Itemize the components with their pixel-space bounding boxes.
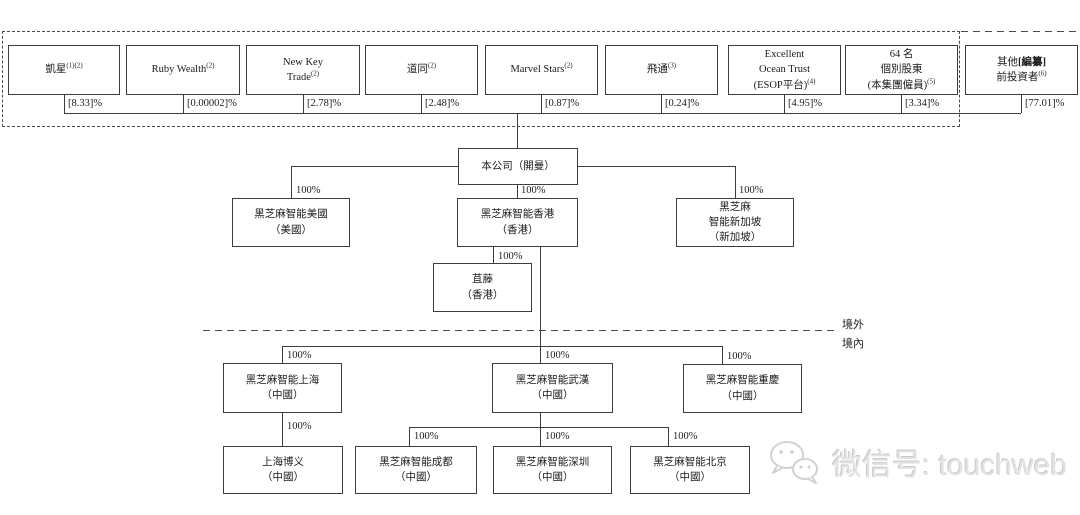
- wechat-icon: [770, 441, 818, 484]
- connector-line: [291, 166, 458, 167]
- connector-line: [282, 413, 283, 446]
- connector-line: [64, 95, 65, 113]
- shareholder-box-individual-shareholders: 64 名 個別股東 (本集團僱員)(5): [845, 45, 958, 95]
- ownership-percentage: [2.48]%: [425, 98, 460, 109]
- ownership-percentage: [0.00002]%: [187, 98, 237, 109]
- ownership-percentage: 100%: [498, 251, 523, 262]
- connector-line: [517, 113, 518, 148]
- shareholder-box-other-pre-ipo-investors: 其他[編纂] 前投資者(6): [965, 45, 1078, 95]
- entity-box-hk: 黑芝麻智能香港 （香港）: [457, 198, 578, 247]
- entity-box-chengdu: 黑芝麻智能成都 （中國）: [355, 446, 477, 494]
- connector-line: [541, 95, 542, 113]
- connector-line: [735, 166, 736, 198]
- connector-line: [64, 113, 1021, 114]
- shareholder-box-daotong: 道同(2): [365, 45, 478, 95]
- entity-box-us: 黑芝麻智能美國 （美國）: [232, 198, 350, 247]
- connector-line: [1021, 95, 1022, 113]
- connector-line: [421, 95, 422, 113]
- watermark-text: 微信号: touchweb: [832, 449, 1068, 482]
- connector-line: [540, 247, 541, 346]
- shareholder-group-dashed-border-extension: [961, 31, 1078, 32]
- entity-box-chongqing: 黑芝麻智能重慶 （中國）: [683, 364, 802, 413]
- connector-line: [578, 166, 735, 167]
- shareholder-box-marvel-stars: Marvel Stars(2): [485, 45, 598, 95]
- connector-line: [303, 95, 304, 113]
- ownership-percentage: [0.24]%: [665, 98, 700, 109]
- connector-line: [661, 95, 662, 113]
- onshore-label: 境內: [842, 338, 864, 350]
- ownership-percentage: [0.87]%: [545, 98, 580, 109]
- shareholder-box-kaixing: 凱星(1)(2): [8, 45, 120, 95]
- entity-box-shanghai-boyi: 上海博义 （中國）: [223, 446, 343, 494]
- connector-line: [282, 346, 722, 347]
- connector-line: [409, 427, 410, 447]
- connector-line: [517, 185, 518, 198]
- ownership-percentage: 100%: [673, 431, 698, 442]
- entity-box-sg: 黑芝麻 智能新加坡 （新加坡）: [676, 198, 794, 247]
- ownership-percentage: 100%: [287, 350, 312, 361]
- ownership-percentage: 100%: [545, 350, 570, 361]
- shareholder-box-ruby-wealth: Ruby Wealth(2): [126, 45, 240, 95]
- connector-line: [901, 95, 902, 113]
- connector-line: [784, 95, 785, 113]
- shareholder-box-esop-trust: Excellent Ocean Trust (ESOP平台)(4): [728, 45, 841, 95]
- ownership-percentage: 100%: [727, 351, 752, 362]
- ownership-percentage: 100%: [521, 185, 546, 196]
- connector-line: [409, 427, 668, 428]
- entity-box-wuhan: 黑芝麻智能武漢 （中國）: [492, 363, 613, 413]
- connector-line: [291, 166, 292, 198]
- connector-line: [722, 346, 723, 364]
- ownership-percentage: [4.95]%: [788, 98, 823, 109]
- entity-box-company-cayman: 本公司（開曼）: [458, 148, 578, 185]
- ownership-percentage: 100%: [545, 431, 570, 442]
- ownership-percentage: [2.78]%: [307, 98, 342, 109]
- entity-box-shanghai: 黑芝麻智能上海 （中國）: [223, 363, 342, 413]
- shareholder-group-dashed-border: [2, 31, 960, 127]
- connector-line: [493, 247, 494, 263]
- offshore-label: 境外: [842, 319, 864, 331]
- connector-line: [540, 427, 541, 446]
- ownership-percentage: [77.01]%: [1025, 98, 1065, 109]
- connector-line: [540, 346, 541, 363]
- entity-box-beijing: 黑芝麻智能北京 （中國）: [630, 446, 750, 494]
- ownership-percentage: 100%: [739, 185, 764, 196]
- ownership-percentage: 100%: [287, 421, 312, 432]
- ownership-percentage: [8.33]%: [68, 98, 103, 109]
- ownership-percentage: 100%: [296, 185, 321, 196]
- connector-line: [668, 427, 669, 446]
- shareholder-box-new-key-trade: New Key Trade(2): [246, 45, 360, 95]
- offshore-onshore-divider: [203, 330, 838, 331]
- connector-line: [183, 95, 184, 113]
- shareholder-box-feitong: 飛通(3): [605, 45, 718, 95]
- ownership-percentage: [3.34]%: [905, 98, 940, 109]
- entity-box-hk-sub: 苴藤 （香港）: [433, 263, 532, 312]
- wechat-watermark: 微信号: touchweb: [766, 436, 1067, 488]
- connector-line: [282, 346, 283, 363]
- connector-line: [540, 413, 541, 427]
- ownership-percentage: 100%: [414, 431, 439, 442]
- entity-box-shenzhen: 黑芝麻智能深圳 （中國）: [493, 446, 612, 494]
